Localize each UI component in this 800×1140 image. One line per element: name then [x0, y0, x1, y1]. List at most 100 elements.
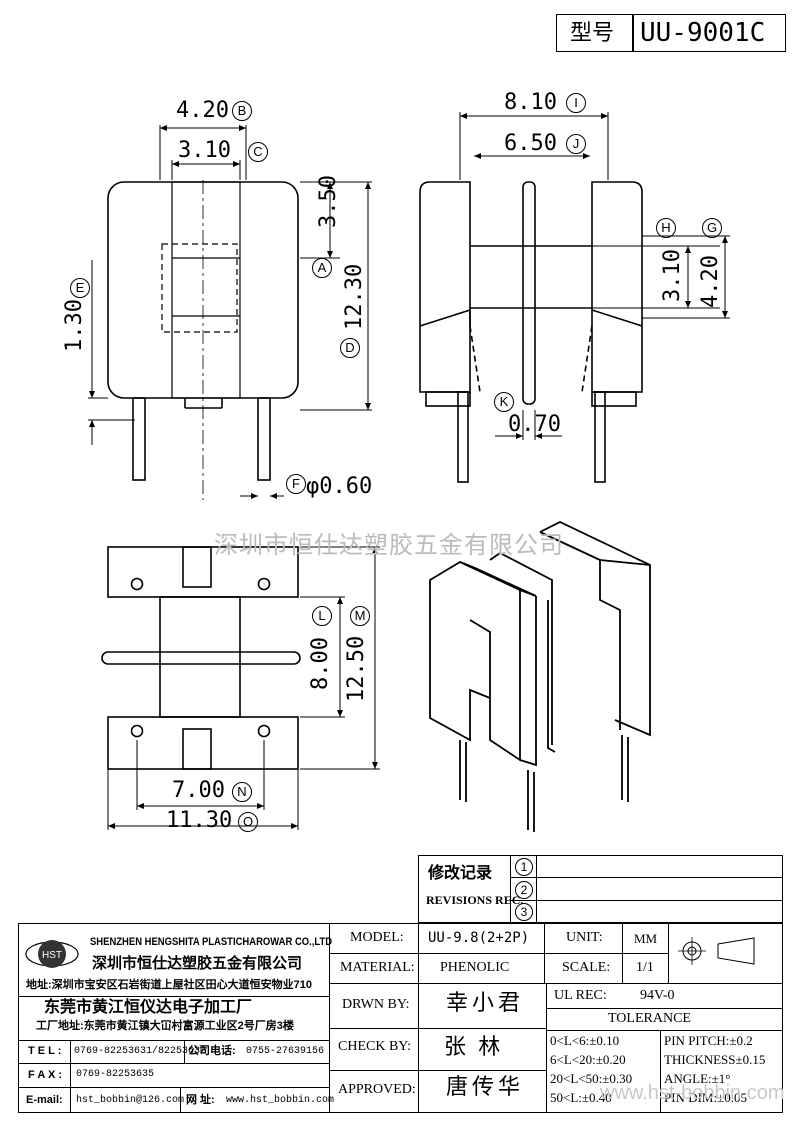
- factory-name: 东莞市黄江恒仪达电子加工厂: [44, 999, 253, 1016]
- svg-text:HST: HST: [42, 950, 62, 961]
- rev-divider-h2: [510, 900, 783, 901]
- side-view: [419, 181, 643, 483]
- revision-row-3: 3: [515, 903, 533, 921]
- dim-G-tag: G: [702, 218, 722, 238]
- spec-check-label: CHECK BY:: [338, 1039, 412, 1054]
- email-label: E-mail:: [26, 1094, 63, 1106]
- title-divider: [632, 14, 634, 52]
- dim-L-tag: L: [312, 606, 332, 626]
- spec-scale-value: 1/1: [636, 960, 654, 975]
- rev-divider-v2: [536, 855, 537, 923]
- hst-logo: HST: [25, 940, 79, 968]
- spec-v1: [418, 923, 419, 1113]
- tel-label: T E L :: [28, 1045, 62, 1057]
- web-value[interactable]: www.hst_bobbin.com: [226, 1095, 335, 1106]
- company-divider: [18, 996, 330, 997]
- company-name-en: SHENZHEN HENGSHITA PLASTICHAROWAR CO.,LT…: [90, 936, 333, 948]
- dim-H-value: 3.10: [660, 249, 685, 302]
- fax-label: F A X :: [28, 1069, 63, 1081]
- tol-row-1: 0<L<6:±0.10: [550, 1033, 620, 1048]
- isometric-view: [429, 520, 651, 832]
- spec-tolerance-heading: TOLERANCE: [608, 1011, 691, 1026]
- tol-row-2: 6<L<20:±0.20: [550, 1052, 626, 1067]
- spec-v-tol2: [660, 1030, 661, 1113]
- dim-D-value: 12.30: [342, 263, 367, 330]
- dim-O-value: 11.30: [166, 808, 233, 833]
- spec-approved-label: APPROVED:: [338, 1082, 416, 1097]
- dim-A-tag: A: [312, 258, 332, 278]
- contact-grid-v2: [184, 1040, 185, 1063]
- tol-right-2: THICKNESS±0.15: [664, 1052, 766, 1067]
- spec-h3b: [418, 1028, 546, 1029]
- tol-right-4: PIN DIM:±0.05: [664, 1090, 747, 1105]
- tol-right-3: ANGLE:±1°: [664, 1071, 731, 1086]
- dim-N-tag: N: [232, 782, 252, 802]
- factory-address: 工厂地址:东莞市黄江镇大冚村富源工业区2号厂房3楼: [36, 1020, 294, 1032]
- web-label: 网 址:: [186, 1094, 215, 1106]
- dim-M-value: 12.50: [344, 635, 369, 702]
- contact-grid-h2: [18, 1087, 330, 1088]
- company-panel: [18, 923, 330, 1113]
- dim-N-value: 7.00: [172, 778, 225, 803]
- tel-value: 0769-82253631/82253632: [74, 1046, 207, 1057]
- spec-drawn-value: 幸小君: [446, 990, 525, 1015]
- spec-ulrec-label: UL REC:: [554, 988, 607, 1003]
- projection-symbol-icon: [678, 937, 755, 965]
- spec-model-label: MODEL:: [350, 930, 404, 945]
- dim-D-tag: D: [340, 338, 360, 358]
- dim-B-tag: B: [232, 101, 252, 121]
- company-address: 地址:深圳市宝安区石岩街道上屋社区田心大道恒安物业710: [26, 979, 313, 991]
- spec-approved-value: 唐传华: [446, 1074, 525, 1099]
- contact-divider: [18, 1040, 330, 1041]
- dim-K-value: 0.70: [508, 412, 561, 437]
- dim-L-value: 8.00: [308, 637, 333, 690]
- revision-row-1: 1: [515, 858, 533, 876]
- dim-C-value: 3.10: [178, 138, 231, 163]
- footer-watermark: www.hst-bobbin.com: [600, 1082, 785, 1104]
- dim-I-tag: I: [566, 93, 586, 113]
- dim-B-value: 4.20: [176, 98, 229, 123]
- technical-drawing: [88, 112, 730, 832]
- spec-h3: [330, 1028, 418, 1029]
- revisions-box: [418, 855, 783, 923]
- dim-F-value: φ0.60: [306, 474, 373, 499]
- email-value[interactable]: hst_bobbin@126.com: [76, 1095, 185, 1106]
- dim-O-tag: O: [238, 812, 258, 832]
- spec-model-value: UU-9.8(2+2P): [428, 930, 530, 946]
- dim-G-value: 4.20: [698, 255, 723, 308]
- spec-h-tol2: [546, 1030, 783, 1031]
- spec-h1: [330, 953, 668, 954]
- spec-drawn-label: DRWN BY:: [342, 997, 410, 1012]
- tol-right-1: PIN PITCH:±0.2: [664, 1033, 753, 1048]
- company-name-cn: 深圳市恒仕达塑胶五金有限公司: [92, 955, 303, 972]
- revisions-label-en: REVISIONS REC.: [426, 893, 524, 907]
- spec-scale-label: SCALE:: [562, 960, 611, 975]
- watermark: 深圳市恒仕达塑胶五金有限公司: [214, 532, 564, 559]
- tel2-value: 0755-27639156: [246, 1046, 325, 1057]
- spec-unit-value: MM: [634, 931, 658, 946]
- dim-C-tag: C: [248, 142, 268, 162]
- contact-grid-v1: [70, 1040, 71, 1113]
- spec-v4: [668, 923, 669, 983]
- spec-material-label: MATERIAL:: [340, 960, 415, 975]
- fax-value: 0769-82253635: [76, 1069, 155, 1080]
- rev-divider-h1: [510, 877, 783, 878]
- revisions-label-cn: 修改记录: [428, 865, 493, 882]
- dimension-lines: [88, 112, 730, 830]
- dim-J-tag: J: [566, 134, 586, 154]
- spec-material-value: PHENOLIC: [440, 960, 510, 975]
- spec-check-value: 张 林: [444, 1034, 501, 1059]
- dim-A-value: 3.50: [316, 175, 341, 228]
- model-title-box: [556, 14, 786, 52]
- dim-F-tag: F: [286, 474, 306, 494]
- rev-divider-v: [510, 855, 511, 923]
- front-view: [107, 180, 299, 500]
- model-label: 型号: [570, 20, 615, 45]
- contact-grid-h1: [18, 1063, 330, 1064]
- model-number: UU-9001C: [640, 18, 766, 48]
- dim-M-tag: M: [350, 606, 370, 626]
- dim-H-tag: H: [656, 218, 676, 238]
- dim-I-value: 8.10: [504, 90, 557, 115]
- spec-ulrec-value: 94V-0: [640, 988, 675, 1003]
- contact-grid-v3: [180, 1087, 181, 1113]
